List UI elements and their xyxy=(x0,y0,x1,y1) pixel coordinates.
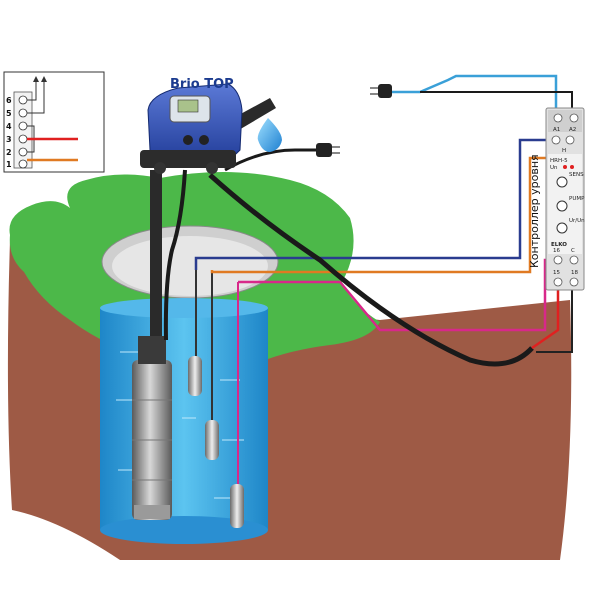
knob-pump-label: PUMP xyxy=(569,196,585,202)
wire-black-return xyxy=(536,282,573,353)
terminal-16-label: 16 xyxy=(553,248,560,254)
lcd-display xyxy=(177,99,199,113)
terminal-a1-label: A1 xyxy=(553,127,560,133)
arrow-up-icon xyxy=(41,76,47,82)
model-label: HRH-5 xyxy=(550,158,568,164)
level-controller-power-cord xyxy=(390,74,558,112)
un-label: Un xyxy=(550,165,558,171)
button-icon xyxy=(183,135,193,145)
terminal-18-label: 18 xyxy=(571,270,578,276)
knob-ur[interactable] xyxy=(556,222,568,234)
plug-icon xyxy=(370,84,392,98)
level-controller-caption: Контроллер уровня xyxy=(528,154,541,268)
terminal-4-label: 4 xyxy=(6,122,12,131)
controller-title: Brio TOP xyxy=(170,77,234,92)
wire-blue xyxy=(194,138,552,270)
terminal-1-label: 1 xyxy=(6,160,12,169)
terminal-h-label: H xyxy=(562,148,566,154)
float-switch-bottom xyxy=(230,484,244,528)
knob-sens[interactable] xyxy=(556,176,568,188)
terminal-5-label: 5 xyxy=(6,109,12,118)
wire-orange xyxy=(210,156,548,274)
terminal-2-label: 2 xyxy=(6,148,12,157)
brio-top-controller: Brio TOP xyxy=(140,77,243,174)
wire-red xyxy=(531,282,560,350)
terminal-c-label: C xyxy=(571,248,575,254)
terminal-block-inset: 6 5 4 3 2 1 xyxy=(3,71,105,173)
water-drop-icon xyxy=(257,118,282,152)
status-led-icon xyxy=(570,165,574,169)
knob-ur-label: Ur/Un xyxy=(569,218,585,224)
terminal-a2-label: A2 xyxy=(569,127,576,133)
knob-pump[interactable] xyxy=(556,200,568,212)
power-cable xyxy=(208,173,534,367)
status-led-icon xyxy=(563,165,567,169)
submersible-pump xyxy=(132,336,172,520)
controller-power-cord xyxy=(224,148,318,172)
float-switch-middle xyxy=(205,420,219,460)
brand-label: ELKO xyxy=(551,242,567,248)
terminal-3-label: 3 xyxy=(6,135,12,144)
float-switch-top xyxy=(188,356,202,396)
terminal-15-label: 15 xyxy=(553,270,560,276)
terminal-6-label: 6 xyxy=(6,96,12,105)
knob-sens-label: SENS xyxy=(569,172,584,178)
plug-icon xyxy=(316,143,340,157)
level-controller-hrh5: A1 A2 H HRH-5 Un SENS PUMP Ur/Un ELKO 16… xyxy=(545,107,585,291)
button-icon xyxy=(199,135,209,145)
arrow-up-icon xyxy=(33,76,39,82)
discharge-pipe xyxy=(150,170,162,370)
